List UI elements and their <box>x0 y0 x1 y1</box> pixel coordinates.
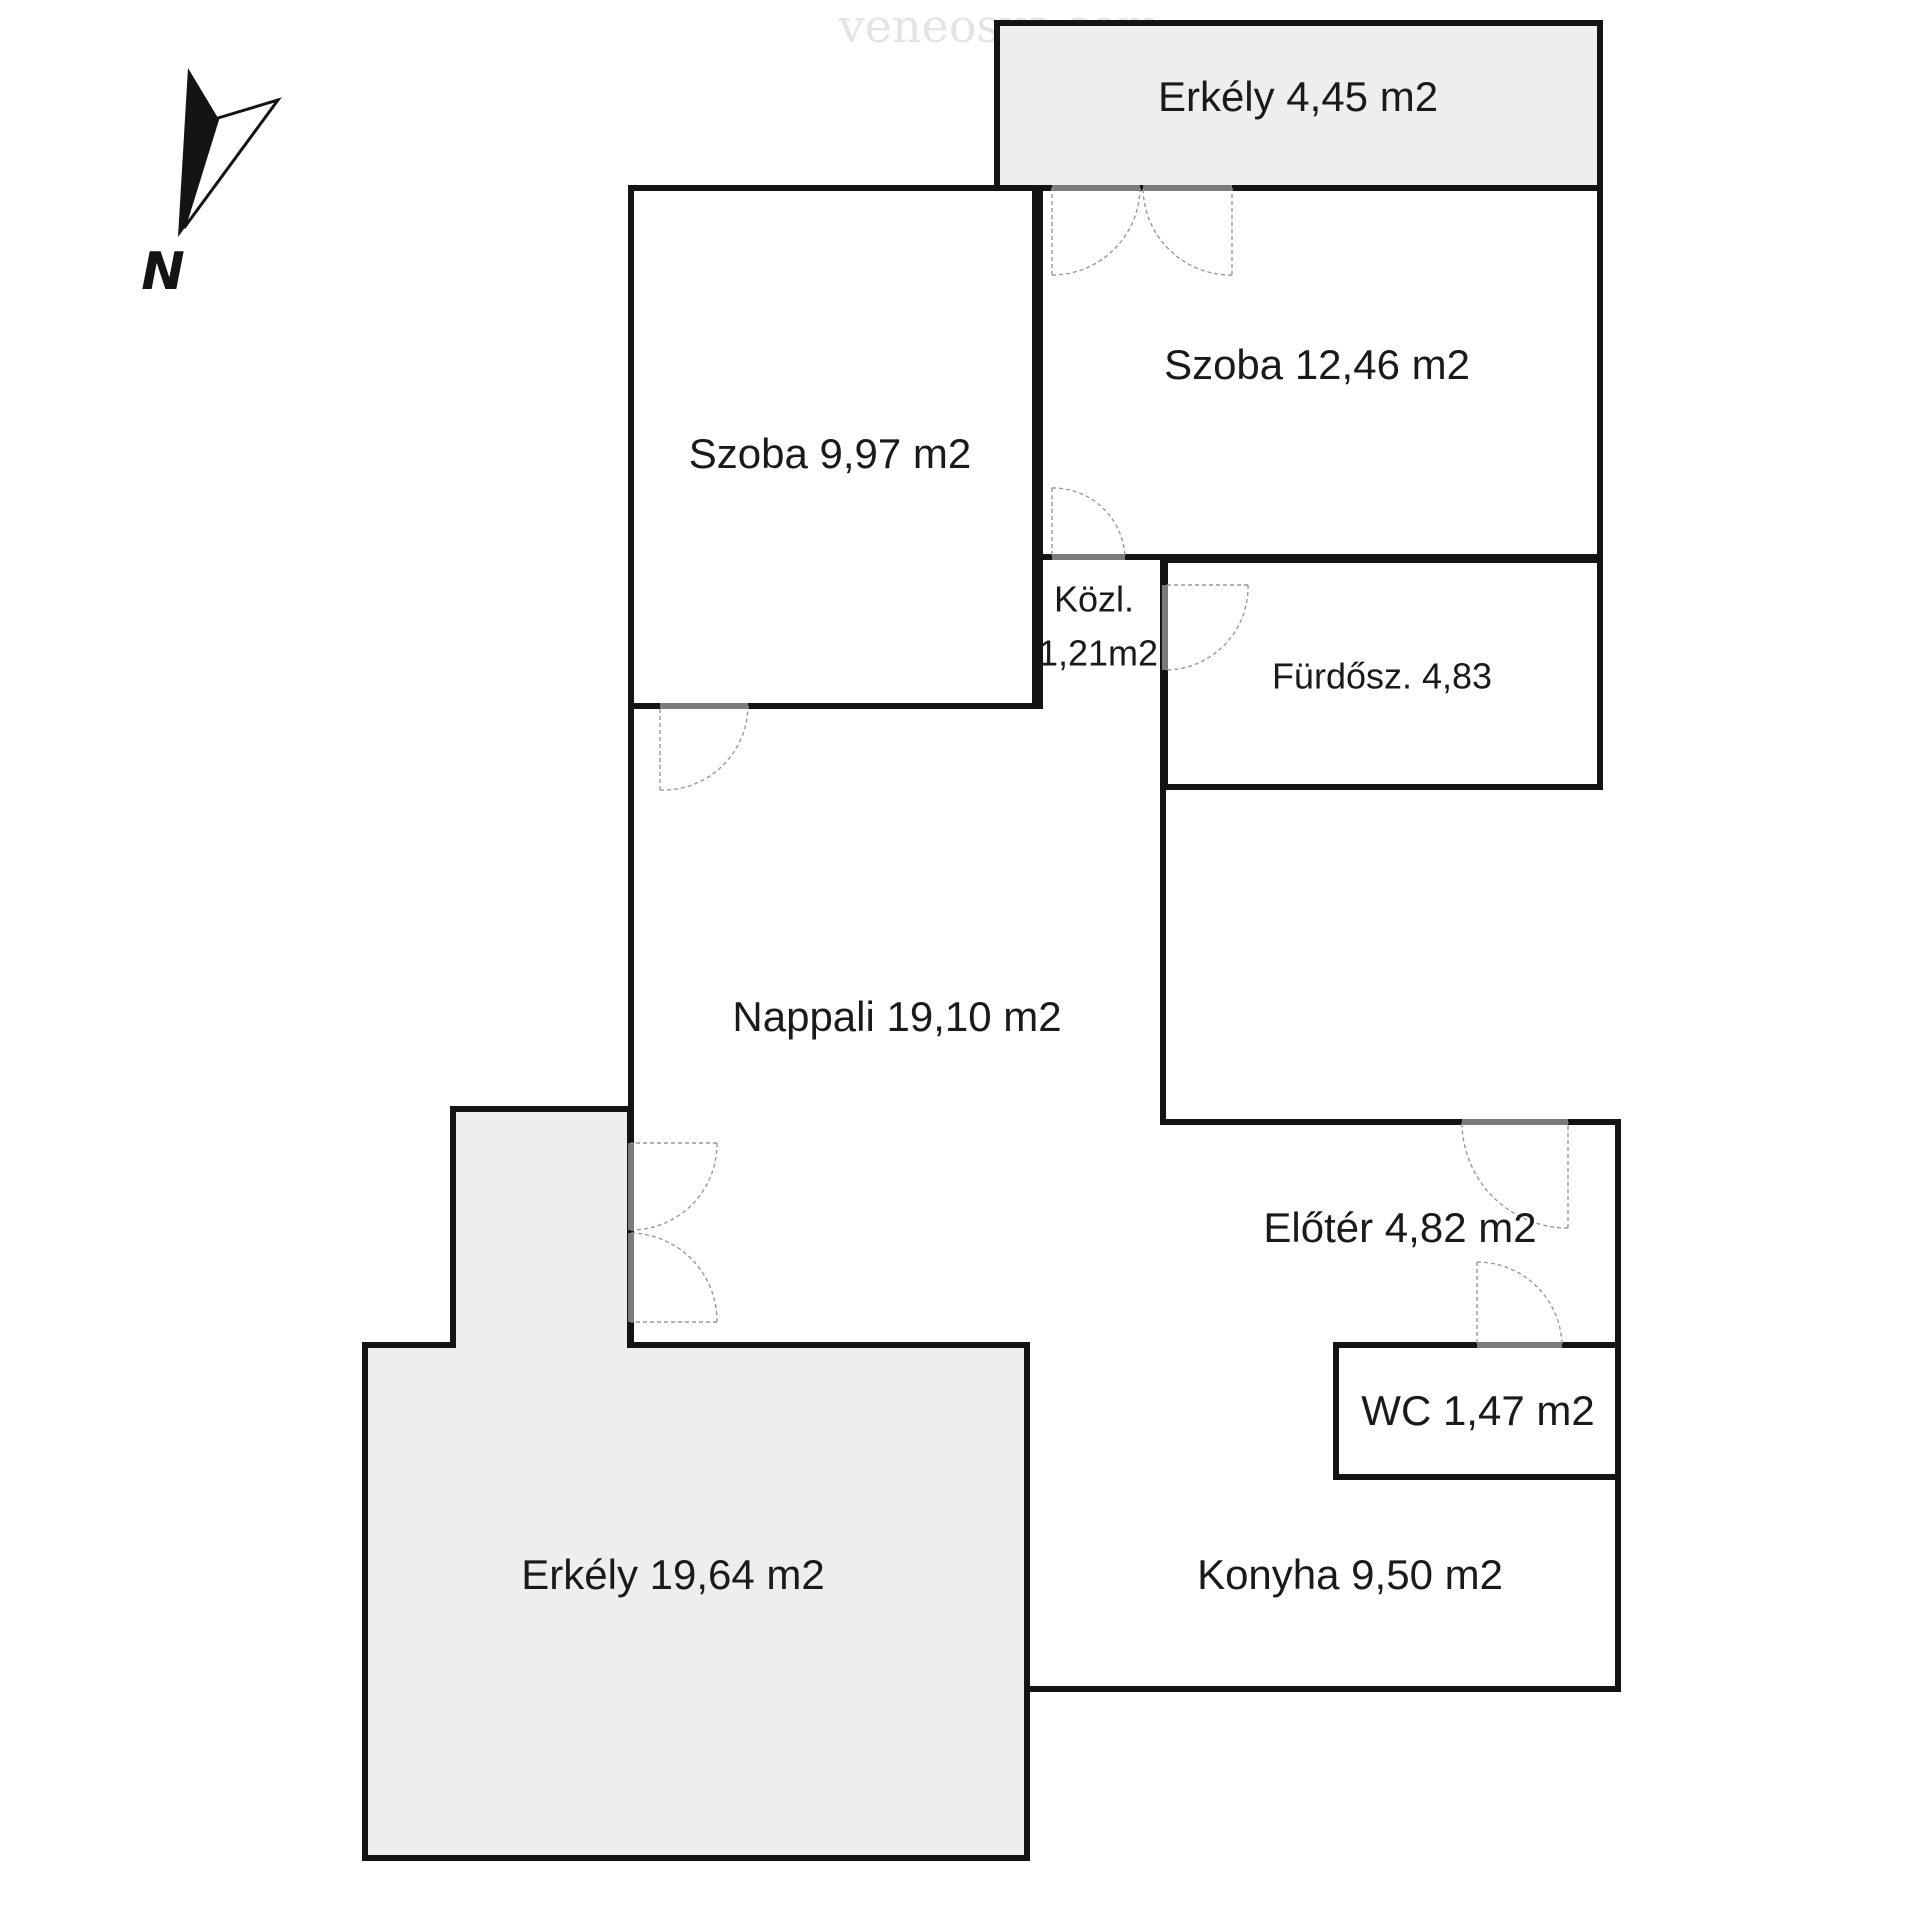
room-label-szoba-small: Szoba 9,97 m2 <box>689 430 972 477</box>
room-label-wc: WC 1,47 m2 <box>1361 1387 1594 1434</box>
door-swing <box>1476 1261 1563 1346</box>
door-swing <box>1051 487 1126 558</box>
door-swing <box>1461 1121 1569 1229</box>
door-swing <box>659 705 749 791</box>
room-label-erkely-top: Erkély 4,45 m2 <box>1158 73 1438 120</box>
door-swing <box>1051 187 1141 276</box>
balcony-top-area <box>994 20 1603 191</box>
room-label-furdo: Fürdősz. 4,83 <box>1272 656 1492 697</box>
wall-konyha <box>1024 1342 1621 1692</box>
room-labels: Erkély 4,45 m2 Szoba 9,97 m2 Szoba 12,46… <box>521 73 1594 1598</box>
door-swing <box>1142 187 1233 276</box>
wall-nappali <box>628 703 1030 1348</box>
room-label-szoba-large: Szoba 12,46 m2 <box>1164 341 1470 388</box>
walls <box>628 185 1621 1692</box>
door-swing <box>630 1142 718 1231</box>
wall-nappali-east <box>1160 557 1621 1348</box>
room-label-kozl-area: 1,21m2 <box>1038 633 1158 674</box>
north-arrow-icon-light <box>182 97 282 229</box>
balcony-large-area <box>362 1106 1030 1861</box>
room-label-eloter: Előtér 4,82 m2 <box>1263 1204 1536 1251</box>
wall-szoba-small <box>628 185 1038 709</box>
north-compass: N <box>141 68 282 302</box>
room-label-kozl: Közl. <box>1054 579 1134 620</box>
room-label-erkely-big: Erkély 19,64 m2 <box>521 1551 824 1598</box>
north-label: N <box>141 242 185 302</box>
room-label-nappali: Nappali 19,10 m2 <box>732 993 1061 1040</box>
doors <box>628 185 1569 1348</box>
room-label-konyha: Konyha 9,50 m2 <box>1197 1551 1503 1598</box>
door-swing <box>630 1232 718 1323</box>
door-swing <box>1164 584 1249 671</box>
